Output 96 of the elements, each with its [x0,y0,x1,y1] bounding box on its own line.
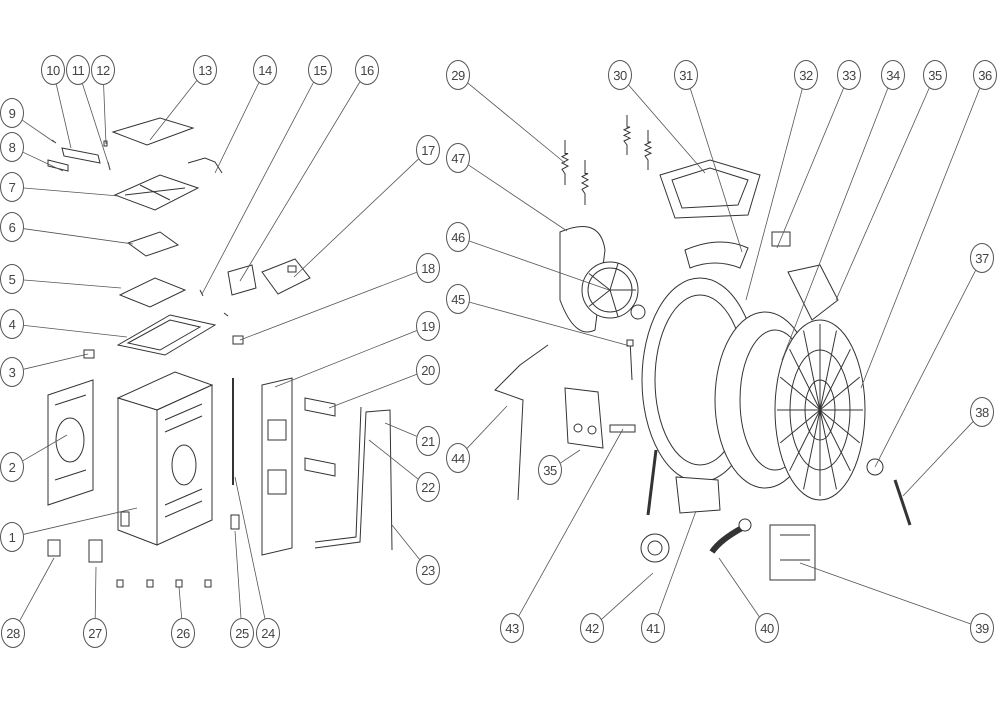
leader-line [776,88,844,248]
leader-line [214,82,260,174]
callout-number: 30 [608,60,632,90]
callout-number: 32 [794,60,818,90]
callout-number: 8 [0,132,24,162]
leader-line [82,84,110,170]
callout-number: 43 [500,613,524,643]
callout-number: 21 [416,426,440,456]
leader-line [240,82,360,282]
leader-line [150,80,197,140]
leader-line [94,566,96,618]
leader-line [466,406,508,449]
leader-line [468,164,568,232]
callout-number: 44 [446,443,470,473]
leader-line [234,476,266,619]
callout-number: 40 [755,613,779,643]
leader-line [24,280,122,288]
leader-line [19,558,54,621]
leader-line [392,524,420,560]
callout-number: 11 [66,55,90,85]
leader-line [240,272,417,340]
callout-number: 38 [970,397,994,427]
leader-line [560,450,580,464]
leader-line [234,530,242,618]
leader-line [22,152,64,172]
callout-number: 17 [416,135,440,165]
leader-line [518,428,624,616]
callout-number: 2 [0,452,24,482]
callout-number: 24 [256,618,280,648]
callout-number: 33 [837,60,861,90]
leader-line [746,88,803,300]
leader-line [328,374,417,408]
leader-line [469,240,610,290]
leader-line [836,88,930,300]
callout-number: 29 [446,60,470,90]
callout-number: 6 [0,212,24,242]
callout-number: 10 [41,55,65,85]
callout-number: 15 [308,55,332,85]
callout-number: 27 [83,618,107,648]
leader-line [384,422,417,437]
leader-line [718,558,760,617]
callout-number: 20 [416,355,440,385]
leader-line [902,421,974,496]
leader-line [874,270,976,468]
leader-line [23,508,138,535]
callout-number: 34 [881,60,905,90]
callout-number: 19 [416,311,440,341]
callout-number: 28 [1,618,25,648]
callout-number: 42 [580,613,604,643]
callout-number: 22 [416,472,440,502]
callout-number: 5 [0,264,24,294]
leader-line [469,302,630,346]
leader-line [800,562,971,624]
leader-line [690,88,742,252]
leader-line [468,82,566,164]
callout-number: 7 [0,172,24,202]
leader-line [294,158,419,278]
callout-number: 36 [973,60,997,90]
callout-number: 3 [0,357,24,387]
leader-line [22,120,54,142]
callout-number: 13 [193,55,217,85]
leader-line [658,510,696,615]
callout-number: 46 [446,222,470,252]
callout-number: 35 [538,455,562,485]
callout-number: 37 [970,243,994,273]
leader-line [56,84,72,148]
callout-number: 18 [416,253,440,283]
leader-line [22,434,68,462]
callout-number: 47 [446,143,470,173]
leader-line [178,586,182,618]
leader-line [24,325,128,338]
leader-line [24,228,134,244]
leader-line [23,354,88,370]
callout-number: 31 [674,60,698,90]
callout-number: 12 [91,55,115,85]
leader-line [601,572,654,620]
callout-number: 1 [0,522,24,552]
callout-number: 23 [416,555,440,585]
leader-line [782,88,888,360]
callout-number: 25 [230,618,254,648]
leader-line [860,88,980,388]
callout-number: 16 [355,55,379,85]
leader-line [274,330,417,388]
callout-number: 9 [0,98,24,128]
leader-line [103,84,106,144]
callout-number: 41 [641,613,665,643]
leader-line [628,84,706,174]
leader-line [368,440,418,480]
callout-number: 45 [446,284,470,314]
leader-line [202,82,314,294]
callout-number: 14 [253,55,277,85]
callout-number: 39 [970,613,994,643]
callout-number: 35 [923,60,947,90]
callout-number: 26 [171,618,195,648]
callout-number: 4 [0,309,24,339]
leader-line [24,188,120,196]
